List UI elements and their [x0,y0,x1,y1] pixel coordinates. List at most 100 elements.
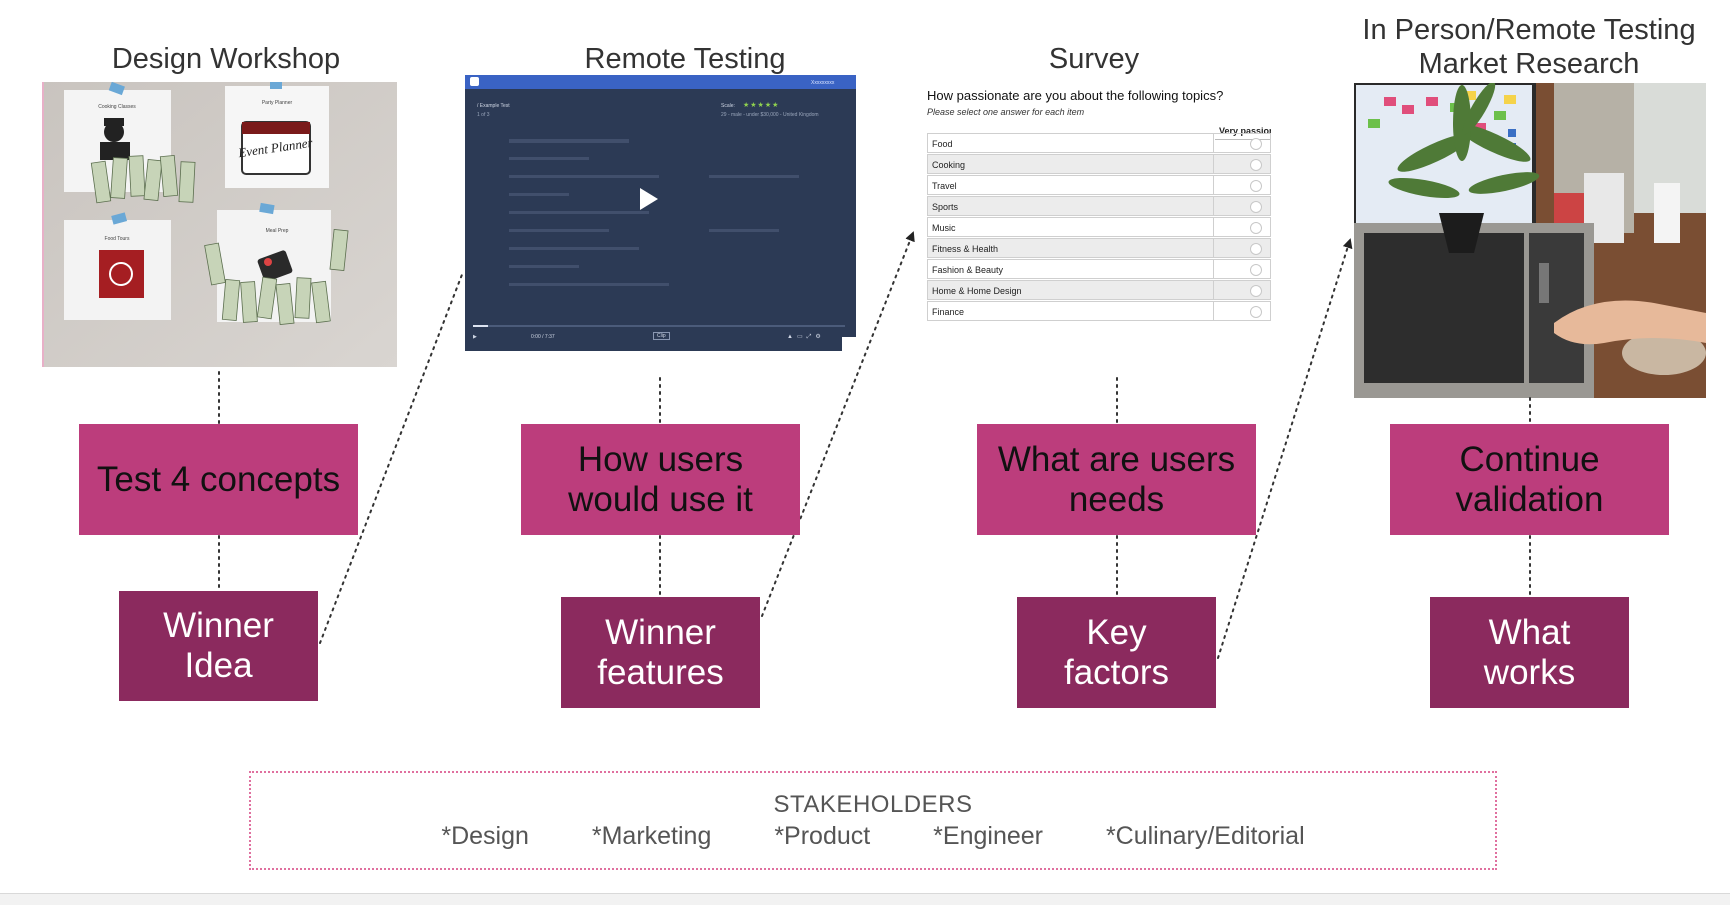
title-line: In Person/Remote Testing [1362,14,1696,46]
survey-row-label: Travel [932,181,957,191]
survey-column-header: Very passionate [1215,126,1271,140]
progress-track[interactable] [473,325,845,327]
stakeholder-item: *Product [774,822,871,850]
result-line: features [597,652,724,692]
stakeholder-item: *Marketing [591,822,712,850]
step-line: Continue [1459,439,1600,479]
radio-button[interactable] [1250,285,1262,297]
rating-stars: ★★★★★ [743,102,780,109]
result-line: Key [1086,612,1147,652]
design-workshop-photo: Cooking Classes Party Planner Food Tours… [42,82,397,367]
video-frame [509,135,809,305]
clip-button[interactable]: Clip [653,332,670,340]
connector-line [319,271,464,644]
sheet-label-2: Party Planner [262,100,293,106]
survey-question: How passionate are you about the followi… [927,88,1224,103]
tester-meta: 29 - male - under $30,000 - United Kingd… [721,112,819,118]
step-line: Test 4 concepts [96,459,341,499]
survey-row: Sports [927,196,1271,216]
survey-row-label: Finance [932,307,965,317]
step-line: validation [1455,479,1604,519]
connector-arrow [1217,238,1353,659]
survey-row: Travel [927,175,1271,195]
stakeholder-item: *Engineer [933,822,1043,850]
feedback-icon[interactable] [842,337,856,351]
survey-row: Food [927,133,1271,153]
video-time: 0:00 / 7:37 [531,334,555,340]
survey-row-label: Fitness & Health [932,244,999,254]
user-menu[interactable]: Xxxxxxxxx [811,80,835,86]
step-line: How users [577,439,744,479]
survey-row-label: Food [932,139,953,149]
stakeholders-title: STAKEHOLDERS [773,791,973,818]
sheet-label-3: Food Tours [105,236,130,242]
survey-instruction: Please select one answer for each item [927,107,1085,117]
survey-row: Fitness & Health [927,238,1271,258]
title-line: Remote Testing [584,43,786,75]
control-play-icon[interactable]: ▶ [473,334,477,340]
result-line: Winner [605,612,716,652]
player-topbar [465,75,856,89]
footer-bar [0,893,1730,905]
survey-row-label: Sports [932,202,959,212]
step-line: What are users [997,439,1236,479]
result-line: What [1488,612,1571,652]
video-breadcrumb[interactable]: / Example Test [477,103,510,109]
player-tools-icons[interactable]: ▲▭⤢⚙ [787,334,825,340]
progress-fill [473,325,488,327]
survey-row-label: Cooking [932,160,966,170]
stakeholders-box: STAKEHOLDERS *Design *Marketing *Product… [249,771,1497,870]
radio-button[interactable] [1250,201,1262,213]
result-line: works [1483,652,1576,692]
radio-button[interactable] [1250,264,1262,276]
app-logo-icon [470,77,479,86]
sheet-label-1: Cooking Classes [98,104,136,110]
title-line: Design Workshop [111,43,341,75]
col-title-design-workshop: Design Workshop [112,42,340,76]
result-line: Idea [184,646,253,685]
connector-arrow [761,231,915,617]
survey-screenshot: How passionate are you about the followi… [916,80,1271,370]
col-title-survey: Survey [1049,42,1139,76]
stakeholder-item: *Design [441,822,529,850]
survey-row-label: Fashion & Beauty [932,265,1004,275]
play-icon[interactable] [640,188,658,210]
step-box-test-concepts: Test 4 concepts [79,424,358,535]
survey-row-label: Home & Home Design [932,286,1022,296]
survey-row-label: Music [932,223,956,233]
step-line: needs [1068,479,1165,519]
survey-row: Finance [927,301,1271,321]
title-line: Survey [1048,43,1140,75]
stakeholder-item: *Culinary/Editorial [1105,822,1305,850]
radio-button[interactable] [1250,159,1262,171]
survey-row: Cooking [927,154,1271,174]
step-line: would use it [568,479,753,519]
in-person-testing-photo [1354,83,1706,398]
survey-row: Fashion & Beauty [927,259,1271,279]
rating-label: Scale: [721,103,735,109]
sheet-label-4: Meal Prep [266,228,289,234]
survey-row: Home & Home Design [927,280,1271,300]
result-line: Winner [163,606,274,645]
survey-row: Music [927,217,1271,237]
result-line: factors [1063,652,1170,692]
radio-button[interactable] [1250,243,1262,255]
title-line: Market Research [1418,48,1640,80]
radio-button[interactable] [1250,222,1262,234]
remote-testing-video-player: / Example Test 1 of 3 Scale: ★★★★★ 29 - … [465,75,856,351]
stakeholders-list: *Design *Marketing *Product *Engineer *C… [251,821,1495,851]
col-title-remote-testing: Remote Testing [585,42,786,76]
radio-button[interactable] [1250,306,1262,318]
col-title-in-person-testing: In Person/Remote Testing Market Research [1362,13,1695,81]
radio-button[interactable] [1250,138,1262,150]
radio-button[interactable] [1250,180,1262,192]
video-subtitle: 1 of 3 [477,112,490,118]
